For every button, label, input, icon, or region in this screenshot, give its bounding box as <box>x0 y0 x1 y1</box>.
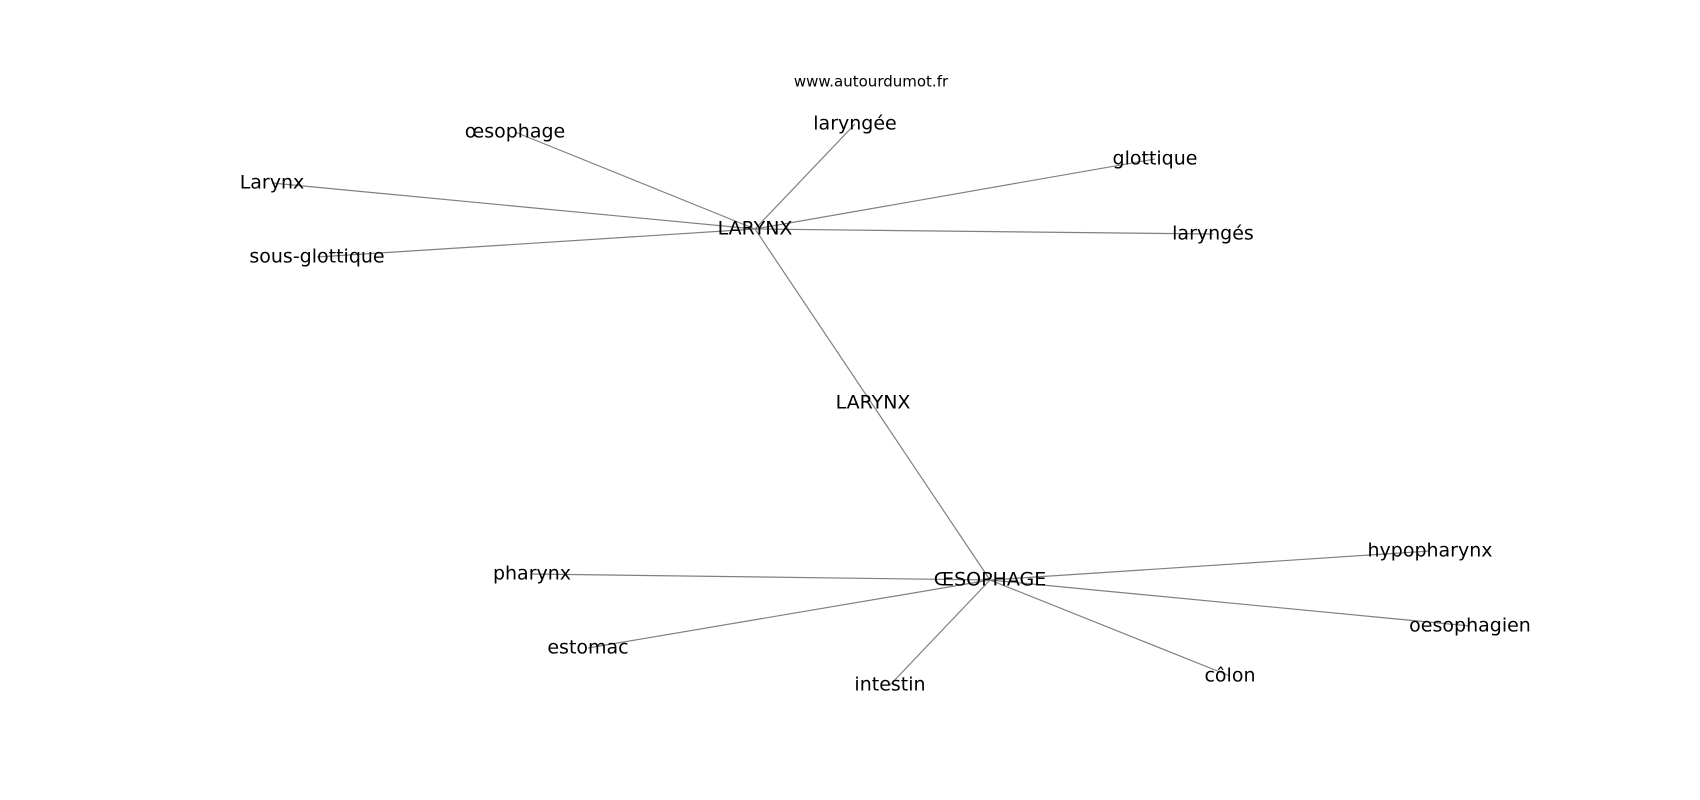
edge-pharynx <box>531 573 991 581</box>
edge-oesophage <box>514 131 756 230</box>
word-node-sous-glottique[interactable]: sous-glottique <box>249 246 384 268</box>
edge-glottique <box>754 158 1156 230</box>
edge-oesophagien <box>989 579 1471 627</box>
word-node-larynges[interactable]: laryngés <box>1172 223 1254 245</box>
word-node-estomac[interactable]: estomac <box>547 637 628 659</box>
hub-node-larynx[interactable]: LARYNX <box>718 218 793 240</box>
edge-larynges <box>754 228 1214 235</box>
word-node-intestin[interactable]: intestin <box>854 674 925 696</box>
word-node-glottique[interactable]: glottique <box>1113 148 1198 170</box>
edge-estomac <box>587 579 991 649</box>
word-node-laryngee[interactable]: laryngée <box>813 113 896 135</box>
hub-link-label[interactable]: LARYNX <box>836 392 911 414</box>
word-node-pharynx[interactable]: pharynx <box>493 563 571 585</box>
watermark-url: www.autourdumot.fr <box>794 73 949 91</box>
edge-larynx-oesophage <box>754 228 991 581</box>
edge-sous-glottique <box>316 228 756 258</box>
hub-node-oesophage[interactable]: ŒSOPHAGE <box>934 569 1046 591</box>
word-node-colon[interactable]: côlon <box>1204 665 1255 687</box>
edge-Larynx <box>271 182 756 230</box>
word-node-Larynx[interactable]: Larynx <box>240 172 305 194</box>
word-node-hypopharynx[interactable]: hypopharynx <box>1367 540 1492 562</box>
word-node-oesophage[interactable]: œsophage <box>465 121 565 143</box>
edge-laryngee <box>754 123 856 230</box>
edges-layer <box>271 123 1471 686</box>
edge-intestin <box>889 579 991 686</box>
word-node-oesophagien[interactable]: oesophagien <box>1409 615 1531 637</box>
edge-hypopharynx <box>989 550 1431 581</box>
edge-colon <box>989 579 1231 677</box>
labels-layer: LARYNX ŒSOPHAGE LARYNX œsophage laryngée glot… <box>240 113 1531 696</box>
